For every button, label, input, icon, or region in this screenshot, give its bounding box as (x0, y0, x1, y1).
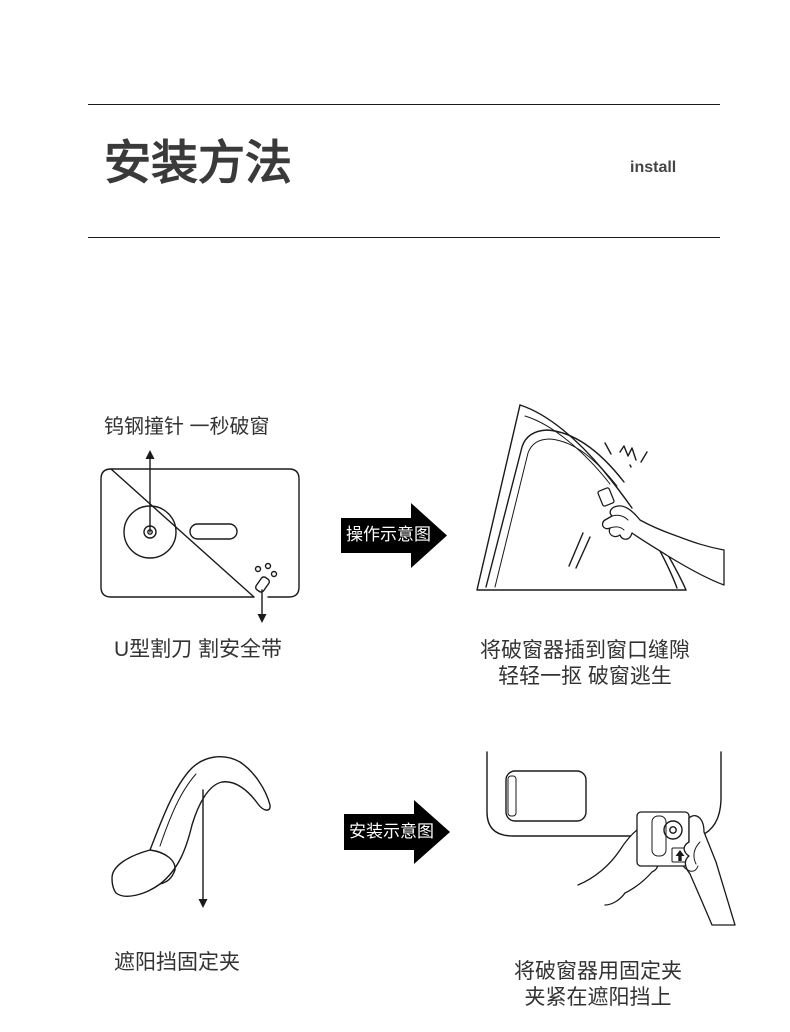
operation-arrow-label: 操作示意图 (346, 525, 431, 544)
car-window-hand-icon (476, 404, 725, 591)
striker-label: 钨钢撞针 一秒破窗 (104, 416, 270, 438)
installation-caption-line-1: 将破窗器用固定夹 (514, 960, 682, 983)
striker-arrow-icon (145, 450, 155, 459)
page-title: 安装方法 (104, 136, 292, 189)
operation-caption-line-1: 将破窗器插到窗口缝隙 (480, 639, 690, 662)
install-arrow-label: 安装示意图 (349, 822, 434, 841)
page-subtitle: install (630, 159, 677, 176)
visor-clip-icon (111, 756, 271, 908)
install-arrow-icon (344, 800, 450, 864)
cutter-arrow-icon (257, 614, 267, 623)
window-breaker-diagram-icon (100, 450, 300, 623)
cutter-label: U型割刀 割安全带 (114, 638, 282, 661)
clip-arrow-icon (198, 899, 208, 908)
clip-label: 遮阳挡固定夹 (114, 951, 240, 974)
push-up-arrow-icon (675, 850, 685, 861)
operation-caption: 将破窗器插到窗口缝隙 轻轻一抠 破窗逃生 (455, 638, 715, 690)
installation-caption-line-2: 夹紧在遮阳挡上 (524, 986, 672, 1009)
sun-visor-mount-icon (486, 751, 736, 926)
installation-caption: 将破窗器用固定夹 夹紧在遮阳挡上 (468, 959, 728, 1011)
operation-arrow-icon (341, 503, 447, 568)
operation-caption-line-2: 轻轻一抠 破窗逃生 (498, 665, 672, 688)
